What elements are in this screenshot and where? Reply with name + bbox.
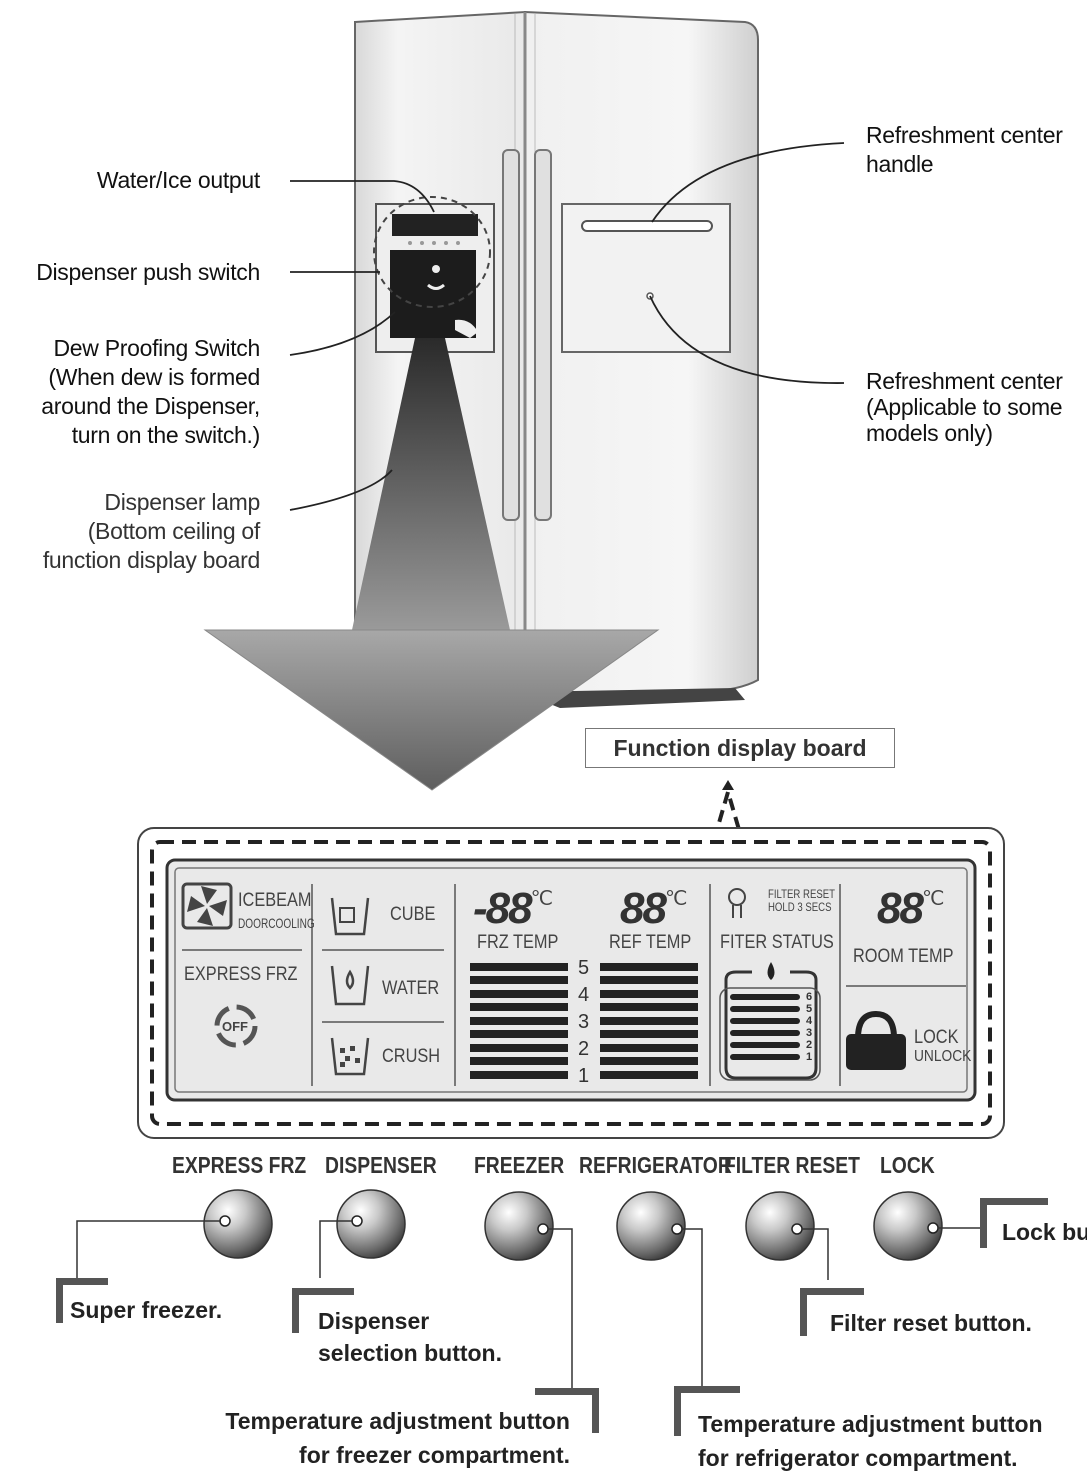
lock-button-label: LOCK [880, 1152, 935, 1178]
water-ice-output-label: Water/Ice output [96, 167, 260, 193]
fan-icon [181, 882, 233, 930]
callout-brackets [56, 1198, 1048, 1436]
level-4: 4 [578, 984, 590, 1006]
refrigerator-button-label: REFRIGERATOR [579, 1152, 732, 1178]
board-pointer [712, 780, 744, 841]
express-frz-display-label: EXPRESS FRZ [184, 964, 298, 985]
unlock-display-label: UNLOCK [914, 1048, 972, 1065]
refrigerator-temperature-callout: Temperature adjustment button for refrig… [698, 1411, 1043, 1471]
refreshment-center-handle-label: Refreshment center handle [866, 122, 1063, 177]
icebeam-label: ICEBEAM [238, 890, 312, 911]
filter-level-2: 2 [806, 1039, 813, 1051]
freezer-button-label: FREEZER [474, 1152, 565, 1178]
filter-status-label: FITER STATUS [720, 932, 834, 953]
cube-cup-icon [330, 897, 370, 936]
water-label: WATER [382, 978, 440, 999]
water-cup-icon [330, 965, 370, 1006]
dispenser-push-switch-label: Dispenser push switch [36, 259, 260, 285]
doorcooling-label: DOORCOOLING [238, 915, 315, 931]
lock-button-callout: Lock bu [1002, 1219, 1087, 1245]
freezer-level-bars [470, 963, 568, 1079]
level-3: 3 [578, 1011, 590, 1033]
level-1: 1 [578, 1065, 590, 1087]
refrigerator-temp-readout: 88℃ [620, 884, 688, 933]
super-freezer-callout: Super freezer. [70, 1297, 223, 1323]
frz-temp-label: FRZ TEMP [477, 932, 559, 953]
callout-lines [76, 1220, 980, 1390]
room-temp-label: ROOM TEMP [853, 946, 954, 967]
refrigerator-level-bars [600, 963, 698, 1079]
filter-icon [728, 888, 746, 918]
refreshment-center-label: Refreshment center (Applicable to some m… [866, 368, 1063, 446]
room-temp-readout: 88℃ [877, 884, 945, 933]
level-2: 2 [578, 1038, 590, 1060]
filter-level-5: 5 [806, 1003, 813, 1015]
dispenser-selection-callout: Dispenser selection button. [318, 1308, 502, 1366]
level-5: 5 [578, 957, 590, 979]
crush-ice-icon [340, 1046, 360, 1067]
freezer-temperature-callout: Temperature adjustment button for freeze… [225, 1408, 570, 1468]
filter-reset-hint: FILTER RESET HOLD 3 SECS [768, 887, 836, 914]
crush-cup-icon [330, 1037, 370, 1076]
control-knobs [203, 1189, 943, 1261]
water-drop-icon [345, 969, 355, 990]
off-icon [214, 1004, 258, 1048]
off-label: OFF [222, 1019, 248, 1034]
filter-status-gauge [719, 962, 821, 1081]
filter-reset-button-label: FILTER RESET [724, 1152, 860, 1178]
refrigerator-illustration [352, 10, 759, 708]
filter-level-3: 3 [806, 1027, 813, 1039]
leader-lines [289, 142, 845, 511]
filter-level-6: 6 [806, 991, 813, 1003]
dispenser-button-label: DISPENSER [325, 1152, 437, 1178]
filter-level-4: 4 [806, 1015, 813, 1027]
lock-icon [846, 1010, 906, 1070]
lock-display-label: LOCK [914, 1027, 959, 1048]
cube-label: CUBE [390, 904, 436, 925]
filter-level-1: 1 [806, 1051, 813, 1063]
ref-temp-label: REF TEMP [609, 932, 692, 953]
express-frz-button-label: EXPRESS FRZ [172, 1152, 307, 1178]
freezer-temp-readout: -88℃ [473, 884, 554, 933]
down-arrow-icon [203, 629, 660, 791]
cube-cup-icon-ice [339, 907, 355, 923]
crush-label: CRUSH [382, 1046, 441, 1067]
filter-reset-callout: Filter reset button. [830, 1310, 1032, 1336]
function-display-board-title: Function display board [585, 728, 895, 768]
dew-proofing-switch-label: Dew Proofing Switch (When dew is formed … [41, 335, 260, 448]
dispenser-lamp-label: Dispenser lamp (Bottom ceiling of functi… [42, 489, 260, 573]
